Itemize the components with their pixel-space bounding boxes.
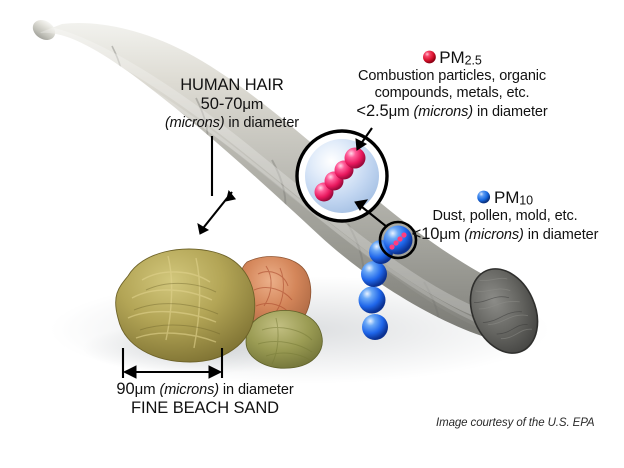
pm10-description-line1: Dust, pollen, mold, etc. <box>432 208 578 225</box>
sand-label-block: 90μm (microns) in diameter FINE BEACH SA… <box>116 380 293 419</box>
pm10-diameter-word: in diameter <box>527 227 599 244</box>
annotation-lines <box>121 127 388 379</box>
pm10-subscript: 10 <box>519 193 534 208</box>
pm10-label-block: PM10 Dust, pollen, mold, etc. <10μm (mic… <box>412 188 599 245</box>
pm25-size-prefix: < <box>356 102 366 121</box>
human-hair-size-unit: μm <box>242 96 264 114</box>
pm10-size-prefix: < <box>411 225 422 244</box>
sand-size-row: 90μm (microns) in diameter <box>116 380 293 399</box>
pm25-size-value: 2.5 <box>365 102 389 121</box>
sand-size-value: 90 <box>116 380 135 398</box>
sand-title: FINE BEACH SAND <box>131 399 279 418</box>
pm25-particle-chain <box>314 147 366 202</box>
human-hair-size: 50-70μm <box>165 95 299 114</box>
human-hair-diameter-word: in diameter <box>228 114 300 131</box>
pm25-diameter-word: in diameter <box>476 104 548 121</box>
pm25-name: PM <box>439 48 465 67</box>
human-hair-label-block: HUMAN HAIR 50-70μm (microns) in diameter <box>165 76 299 132</box>
pm25-label-block: PM2.5 Combustion particles, organic comp… <box>356 48 547 122</box>
pm25-microns-word: (microns) <box>413 104 474 121</box>
sand-diameter-word: in diameter <box>222 382 294 398</box>
pm10-title-row: PM10 <box>412 188 599 208</box>
human-hair-microns-note: (microns) in diameter <box>165 115 299 132</box>
pm10-circled-particle <box>378 220 418 260</box>
pm10-name: PM <box>493 188 520 207</box>
blue-sphere-icon <box>477 190 491 204</box>
pm10-particle-chain <box>358 220 418 340</box>
pm10-size-value: 10 <box>421 225 440 244</box>
pm25-description-line1: Combustion particles, organic <box>357 68 547 85</box>
pm10-microns-word: (microns) <box>464 227 524 244</box>
sand-grain-olive <box>115 248 256 363</box>
sand-grain-green <box>245 310 323 369</box>
red-sphere-icon <box>422 50 436 64</box>
sand-dimension-arrow <box>121 348 224 379</box>
pm10-size-unit: μm <box>439 226 461 244</box>
pm25-title-row: PM2.5 <box>356 48 547 68</box>
pm25-size-unit: μm <box>388 103 410 121</box>
pm25-magnifier-circle <box>295 129 389 223</box>
pm25-micro-chain <box>389 232 407 250</box>
pm25-size-row: <2.5μm (microns) in diameter <box>356 102 547 121</box>
pm25-description-line2: compounds, metals, etc. <box>374 85 530 102</box>
pm10-size-row: <10μm (microns) in diameter <box>412 225 599 244</box>
epa-credit: Image courtesy of the U.S. EPA <box>436 417 595 429</box>
hair-cross-section <box>469 268 539 354</box>
pm25-subscript: 2.5 <box>464 53 482 68</box>
human-hair-microns-word: (microns) <box>164 114 225 131</box>
sand-size-unit: μm <box>134 381 156 398</box>
sand-microns-word: (microns) <box>159 382 219 398</box>
human-hair-size-value: 50-70 <box>200 95 243 114</box>
human-hair-title: HUMAN HAIR <box>180 76 284 94</box>
